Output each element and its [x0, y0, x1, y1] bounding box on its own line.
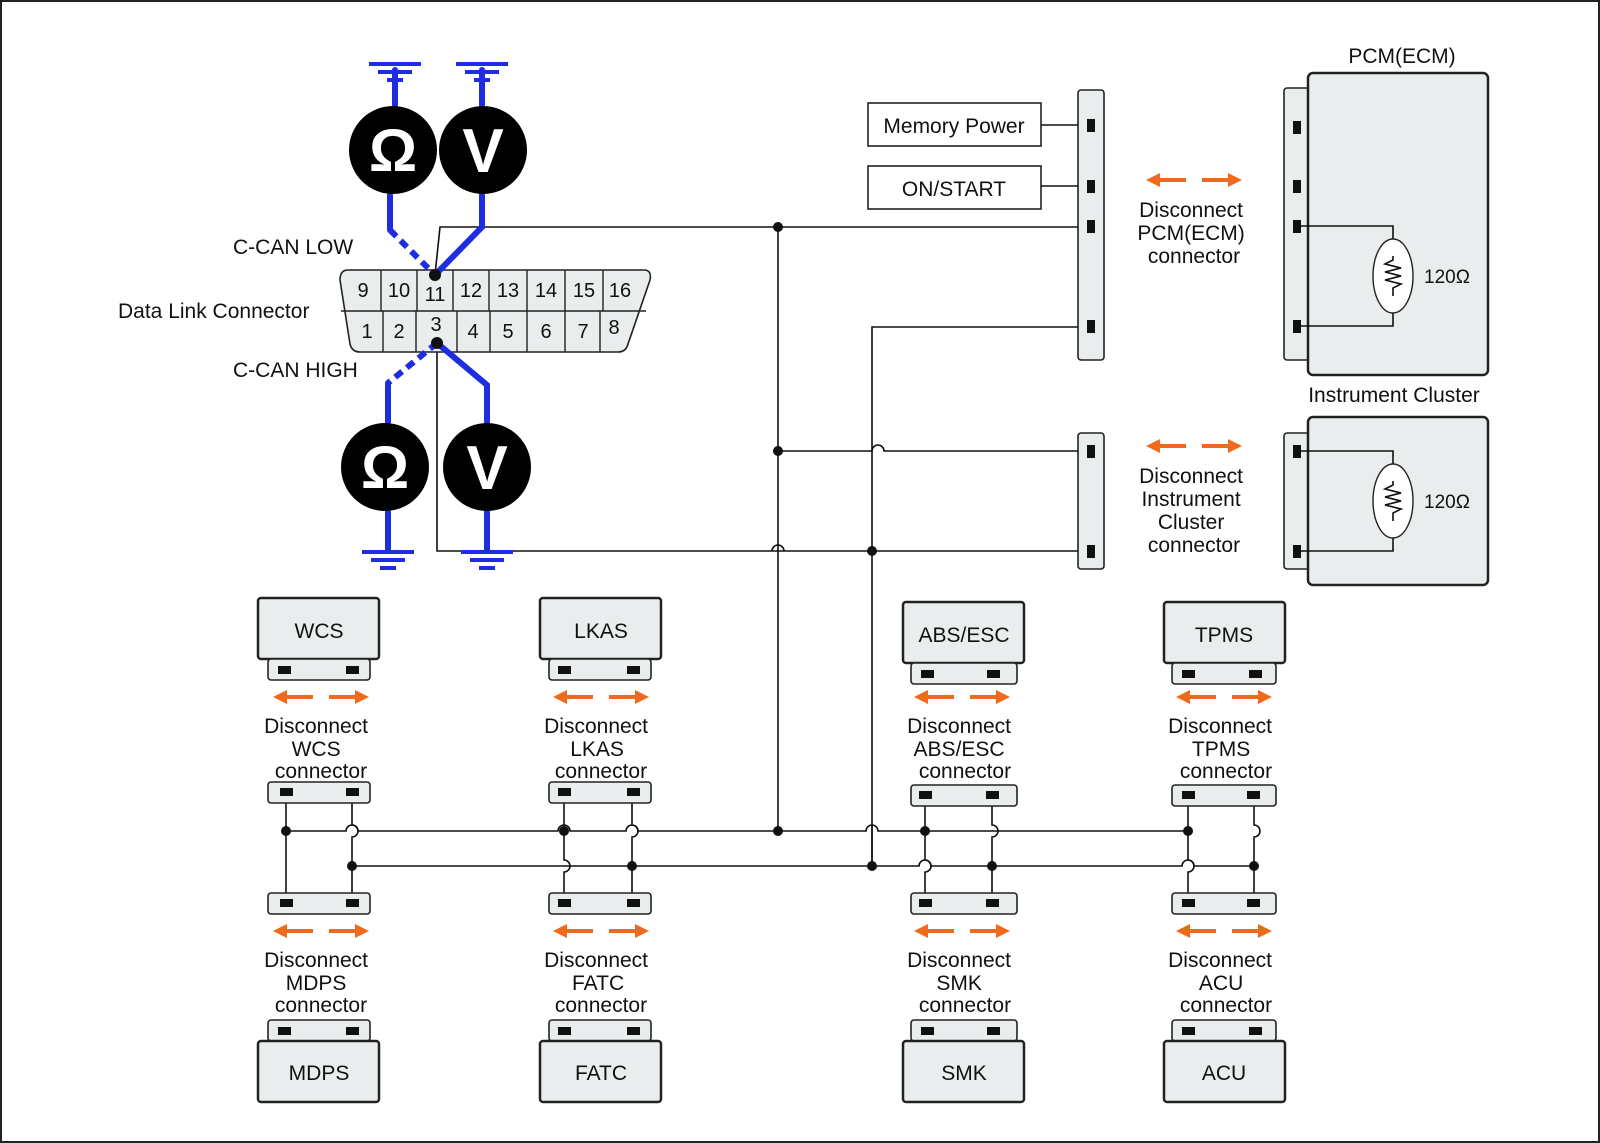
fatc-disconnect-label: Disconnect FATC connector [544, 949, 654, 1017]
memory-power-box: Memory Power [867, 102, 1090, 147]
wcs-disconnect-arrows [271, 688, 371, 706]
dlc-pin-16: 16 [609, 280, 631, 302]
svg-text:V: V [466, 434, 507, 503]
wcs-harness-connector [267, 781, 371, 804]
dlc-pin-15: 15 [573, 280, 595, 302]
acu-module: ACU [1162, 1019, 1287, 1104]
dlc-pin-1: 1 [361, 321, 372, 343]
cluster-title: Instrument Cluster [1308, 384, 1480, 407]
svg-text:Memory Power: Memory Power [883, 115, 1024, 138]
dlc-pin-14: 14 [535, 280, 557, 302]
wcs-disconnect-label: Disconnect WCS connector [264, 715, 374, 783]
can-low-label: C-CAN LOW [233, 236, 353, 259]
fatc-disconnect-arrows [551, 922, 651, 940]
svg-text:V: V [462, 117, 503, 186]
smk-disconnect-arrows [912, 922, 1012, 940]
dlc-pin-6: 6 [540, 321, 551, 343]
svg-text:FATC: FATC [575, 1062, 627, 1085]
dlc-pin-11: 11 [425, 284, 446, 306]
dlc-pin-12: 12 [460, 280, 482, 302]
dlc-pin-8: 8 [608, 317, 619, 339]
can-high-label: C-CAN HIGH [233, 359, 358, 382]
smk-disconnect-label: Disconnect SMK connector [907, 949, 1017, 1017]
ohmmeter-top-icon: Ω [349, 106, 437, 194]
wcs-module: WCS [256, 596, 381, 681]
on-start-box: ON/START [867, 165, 1090, 210]
abs-esc-harness-connector [910, 784, 1018, 807]
svg-text:ABS/ESC: ABS/ESC [918, 624, 1009, 647]
pcm-resistor-value: 120Ω [1424, 267, 1470, 288]
fatc-module: FATC [538, 1019, 663, 1104]
lkas-module: LKAS [538, 596, 663, 681]
can-bus-wiring [285, 226, 1261, 903]
data-link-connector: 9 10 11 12 13 14 15 16 1 2 3 4 5 6 7 8 [339, 269, 652, 353]
lkas-disconnect-arrows [551, 688, 651, 706]
pcm-disconnect-label: Disconnect PCM(ECM) connector [1137, 199, 1250, 268]
lkas-harness-connector [548, 781, 652, 804]
cluster-disconnect-arrows [1144, 437, 1244, 455]
dlc-label: Data Link Connector [118, 300, 309, 323]
svg-text:Ω: Ω [361, 434, 409, 501]
voltmeter-top-icon: V [439, 106, 527, 194]
voltmeter-bottom-icon: V [443, 423, 531, 511]
instrument-cluster-module: 120Ω [1283, 415, 1490, 587]
smk-harness-connector [910, 892, 1018, 915]
dlc-pin-10: 10 [388, 280, 410, 302]
cluster-harness-connector [1077, 432, 1105, 570]
pcm-module: 120Ω [1283, 71, 1490, 377]
abs-esc-disconnect-arrows [912, 688, 1012, 706]
fatc-harness-connector [548, 892, 652, 915]
tpms-module: TPMS [1162, 600, 1287, 685]
svg-text:LKAS: LKAS [574, 620, 628, 643]
meter-probes [360, 62, 515, 570]
ohmmeter-bottom-icon: Ω [341, 423, 429, 511]
dlc-pin-4: 4 [467, 321, 478, 343]
mdps-disconnect-label: Disconnect MDPS connector [264, 949, 374, 1017]
acu-disconnect-arrows [1174, 922, 1274, 940]
lkas-disconnect-label: Disconnect LKAS connector [544, 715, 654, 783]
smk-module: SMK [901, 1019, 1026, 1104]
svg-text:ACU: ACU [1202, 1062, 1246, 1085]
tpms-disconnect-arrows [1174, 688, 1274, 706]
acu-harness-connector [1171, 892, 1277, 915]
pcm-title: PCM(ECM) [1348, 45, 1455, 68]
dlc-pin-13: 13 [497, 280, 519, 302]
mdps-disconnect-arrows [271, 922, 371, 940]
dlc-pin-5: 5 [502, 321, 513, 343]
abs-esc-module: ABS/ESC [901, 600, 1026, 685]
cluster-resistor-value: 120Ω [1424, 492, 1470, 513]
svg-text:WCS: WCS [295, 620, 344, 643]
junction-dots [281, 222, 1259, 871]
dlc-pin-3: 3 [430, 314, 441, 336]
svg-text:MDPS: MDPS [289, 1062, 350, 1085]
dlc-pin-7: 7 [577, 321, 588, 343]
abs-esc-disconnect-label: Disconnect ABS/ESC connector [907, 715, 1017, 783]
svg-text:SMK: SMK [941, 1062, 987, 1085]
svg-text:TPMS: TPMS [1195, 624, 1253, 647]
tpms-disconnect-label: Disconnect TPMS connector [1168, 715, 1278, 783]
dlc-pin-2: 2 [393, 321, 404, 343]
svg-text:ON/START: ON/START [902, 178, 1006, 201]
dlc-pin-9: 9 [357, 280, 368, 302]
cluster-disconnect-label: Disconnect Instrument Cluster connector [1139, 465, 1249, 557]
svg-text:Ω: Ω [369, 117, 417, 184]
tpms-harness-connector [1171, 784, 1277, 807]
mdps-harness-connector [267, 892, 371, 915]
pcm-disconnect-arrows [1144, 171, 1244, 189]
mdps-module: MDPS [256, 1019, 381, 1104]
pcm-harness-connector [1077, 89, 1105, 361]
acu-disconnect-label: Disconnect ACU connector [1168, 949, 1278, 1017]
